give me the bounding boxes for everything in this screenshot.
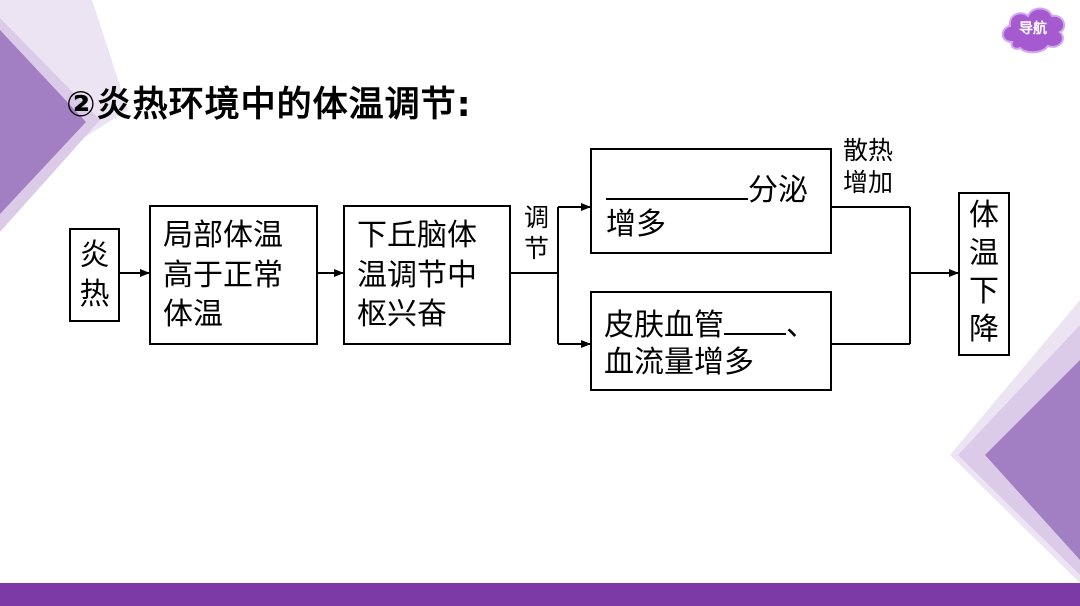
result-box	[958, 192, 1010, 356]
skin-vessel-box	[590, 291, 832, 391]
secrete-text: 分泌	[748, 173, 808, 208]
answer-blank	[724, 307, 786, 335]
cloud-icon	[1001, 7, 1066, 54]
regulate-label-2: 节	[524, 234, 550, 263]
skin-vessel-text: 皮肤血管	[604, 308, 724, 343]
result-char-2: 温	[969, 236, 999, 271]
heat-dissipation-label-1: 散热	[843, 136, 894, 165]
local-temperature-line2: 高于正常	[163, 258, 283, 293]
hypothalamus-line2: 温调节中	[357, 258, 477, 293]
local-temperature-line3: 体温	[163, 297, 223, 332]
stimulus-box	[69, 228, 120, 322]
sweat-gland-box	[590, 148, 832, 254]
skin-vessel-line1: 皮肤血管 、	[604, 307, 816, 341]
skin-vessel-line2: 血流量增多	[604, 345, 754, 380]
comma-text: 、	[786, 308, 816, 343]
heat-dissipation-label-2: 增加	[843, 168, 894, 197]
result-char-1: 体	[969, 198, 999, 233]
nav-label: 导航	[1019, 21, 1047, 37]
page-title: ②炎热环境中的体温调节:	[66, 85, 472, 125]
stimulus-text-2: 热	[79, 277, 110, 312]
answer-blank	[606, 172, 748, 200]
hypothalamus-box	[343, 205, 511, 345]
bottom-bar	[0, 583, 1080, 606]
local-temperature-box	[149, 205, 318, 345]
regulate-label-1: 调	[524, 203, 550, 232]
stimulus-text-1: 炎	[79, 238, 110, 273]
result-char-4: 降	[969, 312, 999, 347]
nav-button[interactable]: 导航	[998, 4, 1068, 54]
sweat-gland-line2: 增多	[606, 207, 666, 242]
result-char-3: 下	[969, 274, 999, 309]
local-temperature-line1: 局部体温	[163, 218, 283, 253]
hypothalamus-line1: 下丘脑体	[357, 218, 477, 253]
sweat-gland-line1: 分泌	[606, 172, 808, 206]
hypothalamus-line3: 枢兴奋	[357, 297, 447, 332]
